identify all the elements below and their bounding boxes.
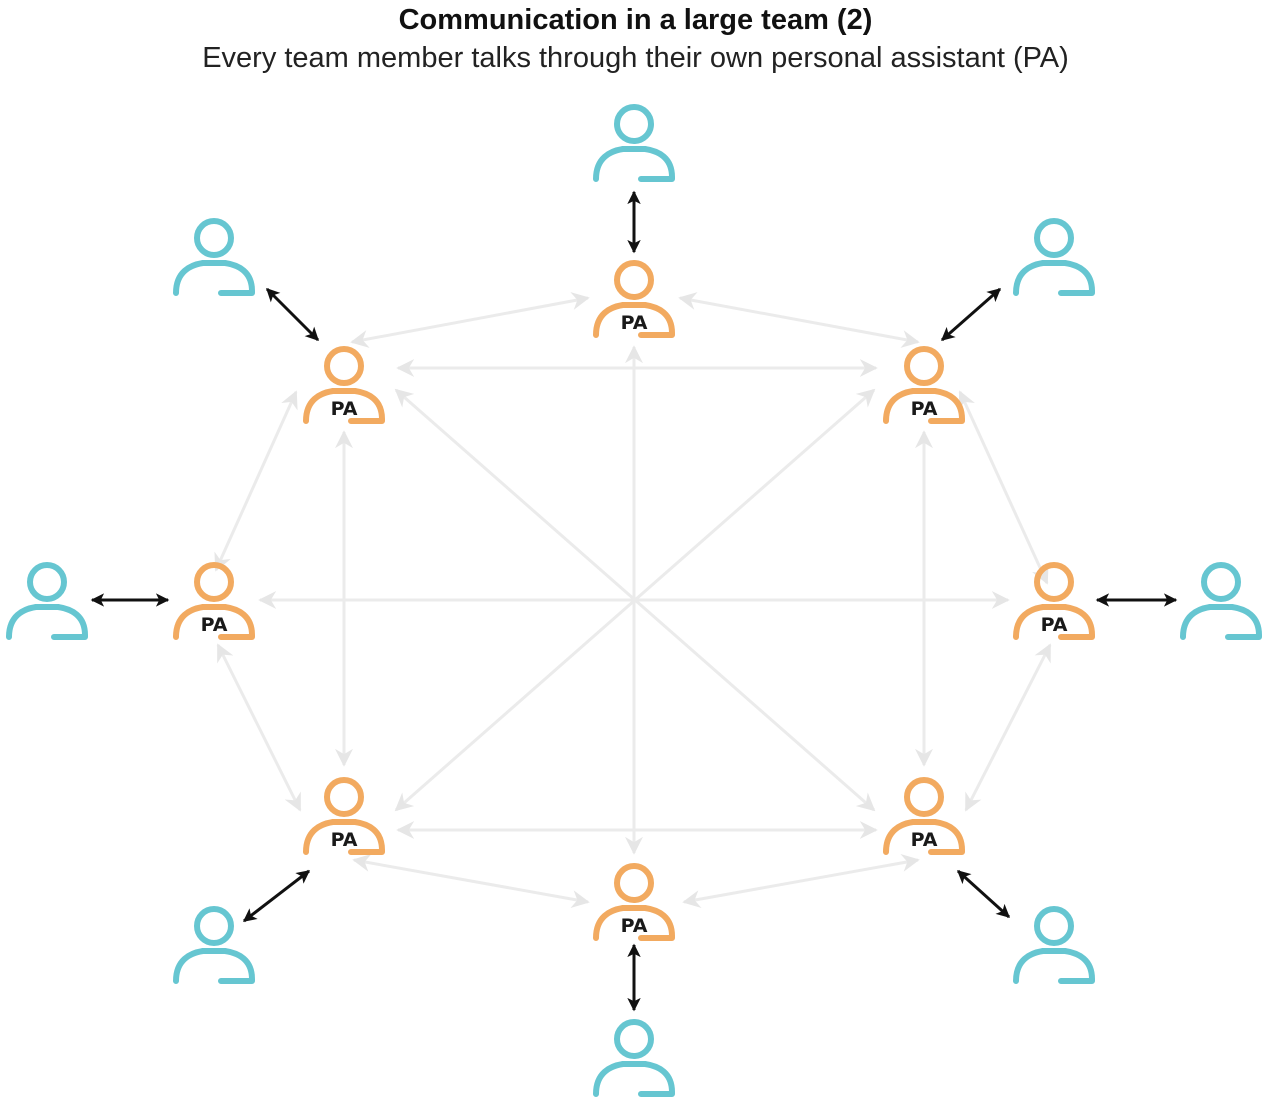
assistant-top-right-icon: PA (883, 346, 965, 424)
assistant-label-bottom-left: PA (331, 829, 358, 851)
assistant-label-top-right: PA (911, 398, 938, 420)
assistant-link-arrow-15 (352, 854, 590, 908)
team-member-bottom-icon (593, 1019, 675, 1097)
assistant-label-top-left: PA (331, 398, 358, 420)
assistant-link-arrow-13 (394, 388, 876, 812)
personal-assistants: PA PA PA PA PA PA PA PA (173, 260, 1095, 941)
team-member-right-icon (1180, 562, 1262, 640)
team-member-top-left-icon (173, 218, 255, 296)
member-link-arrow-bottom-right (956, 869, 1011, 919)
assistant-label-right: PA (1041, 614, 1068, 636)
member-link-arrow-top-right (940, 287, 1002, 342)
assistant-link-arrow-5 (214, 390, 298, 572)
assistant-top-left-icon: PA (303, 346, 385, 424)
team-member-bottom-left-icon (173, 906, 255, 984)
assistant-left-icon: PA (173, 562, 255, 640)
team-members (6, 104, 1262, 1097)
assistant-link-arrow-1 (678, 292, 920, 348)
assistant-label-left: PA (201, 614, 228, 636)
team-member-bottom-right-icon (1013, 906, 1095, 984)
member-links (90, 190, 1178, 1012)
assistant-label-top: PA (621, 312, 648, 334)
team-member-left-icon (6, 562, 88, 640)
assistant-bottom-left-icon: PA (303, 777, 385, 855)
assistant-bottom-icon: PA (593, 863, 675, 941)
assistant-right-icon: PA (1013, 562, 1095, 640)
assistant-bottom-right-icon: PA (883, 777, 965, 855)
assistant-label-bottom: PA (621, 915, 648, 937)
assistant-mesh (214, 292, 1052, 908)
assistant-label-bottom-right: PA (911, 829, 938, 851)
assistant-top-icon: PA (593, 260, 675, 338)
team-member-top-icon (593, 104, 675, 182)
member-link-arrow-bottom-left (242, 869, 311, 923)
assistant-link-arrow-7 (964, 643, 1052, 812)
assistant-link-arrow-4 (958, 390, 1049, 585)
assistant-link-arrow-16 (682, 854, 920, 908)
member-link-arrow-top-left (265, 287, 320, 342)
diagram-title: Communication in a large team (2) (398, 4, 873, 36)
team-member-top-right-icon (1013, 218, 1095, 296)
assistant-link-arrow-6 (216, 643, 302, 812)
diagram-subtitle: Every team member talks through their ow… (202, 42, 1069, 74)
assistant-link-arrow-2 (350, 292, 590, 348)
